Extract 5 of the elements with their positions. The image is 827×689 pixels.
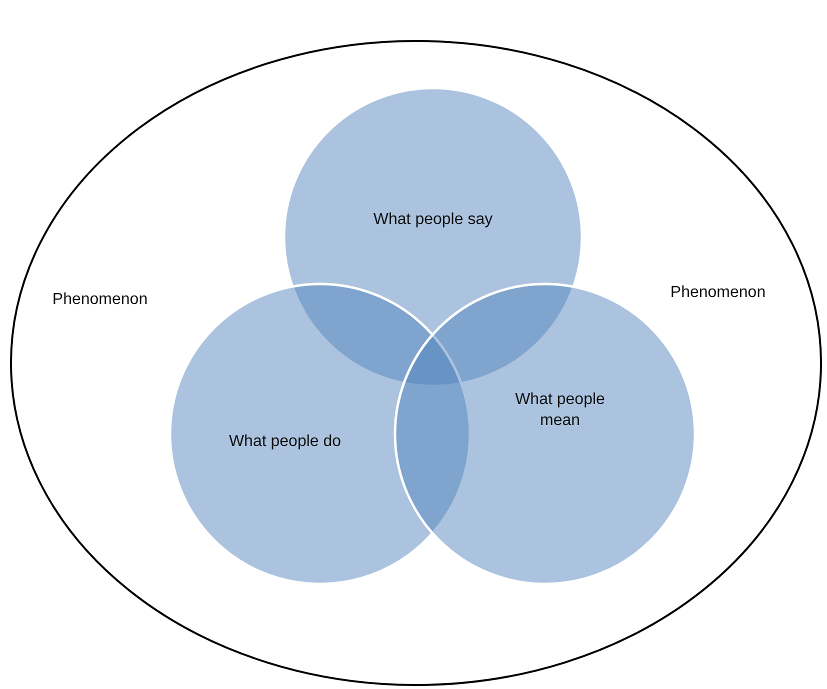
region-label: Phenomenon	[51, 290, 149, 310]
circle-label: What people do	[228, 432, 342, 452]
region-label: Phenomenon	[669, 283, 767, 303]
circle-label: What people mean	[514, 390, 606, 431]
circle-label: What people say	[372, 210, 494, 230]
